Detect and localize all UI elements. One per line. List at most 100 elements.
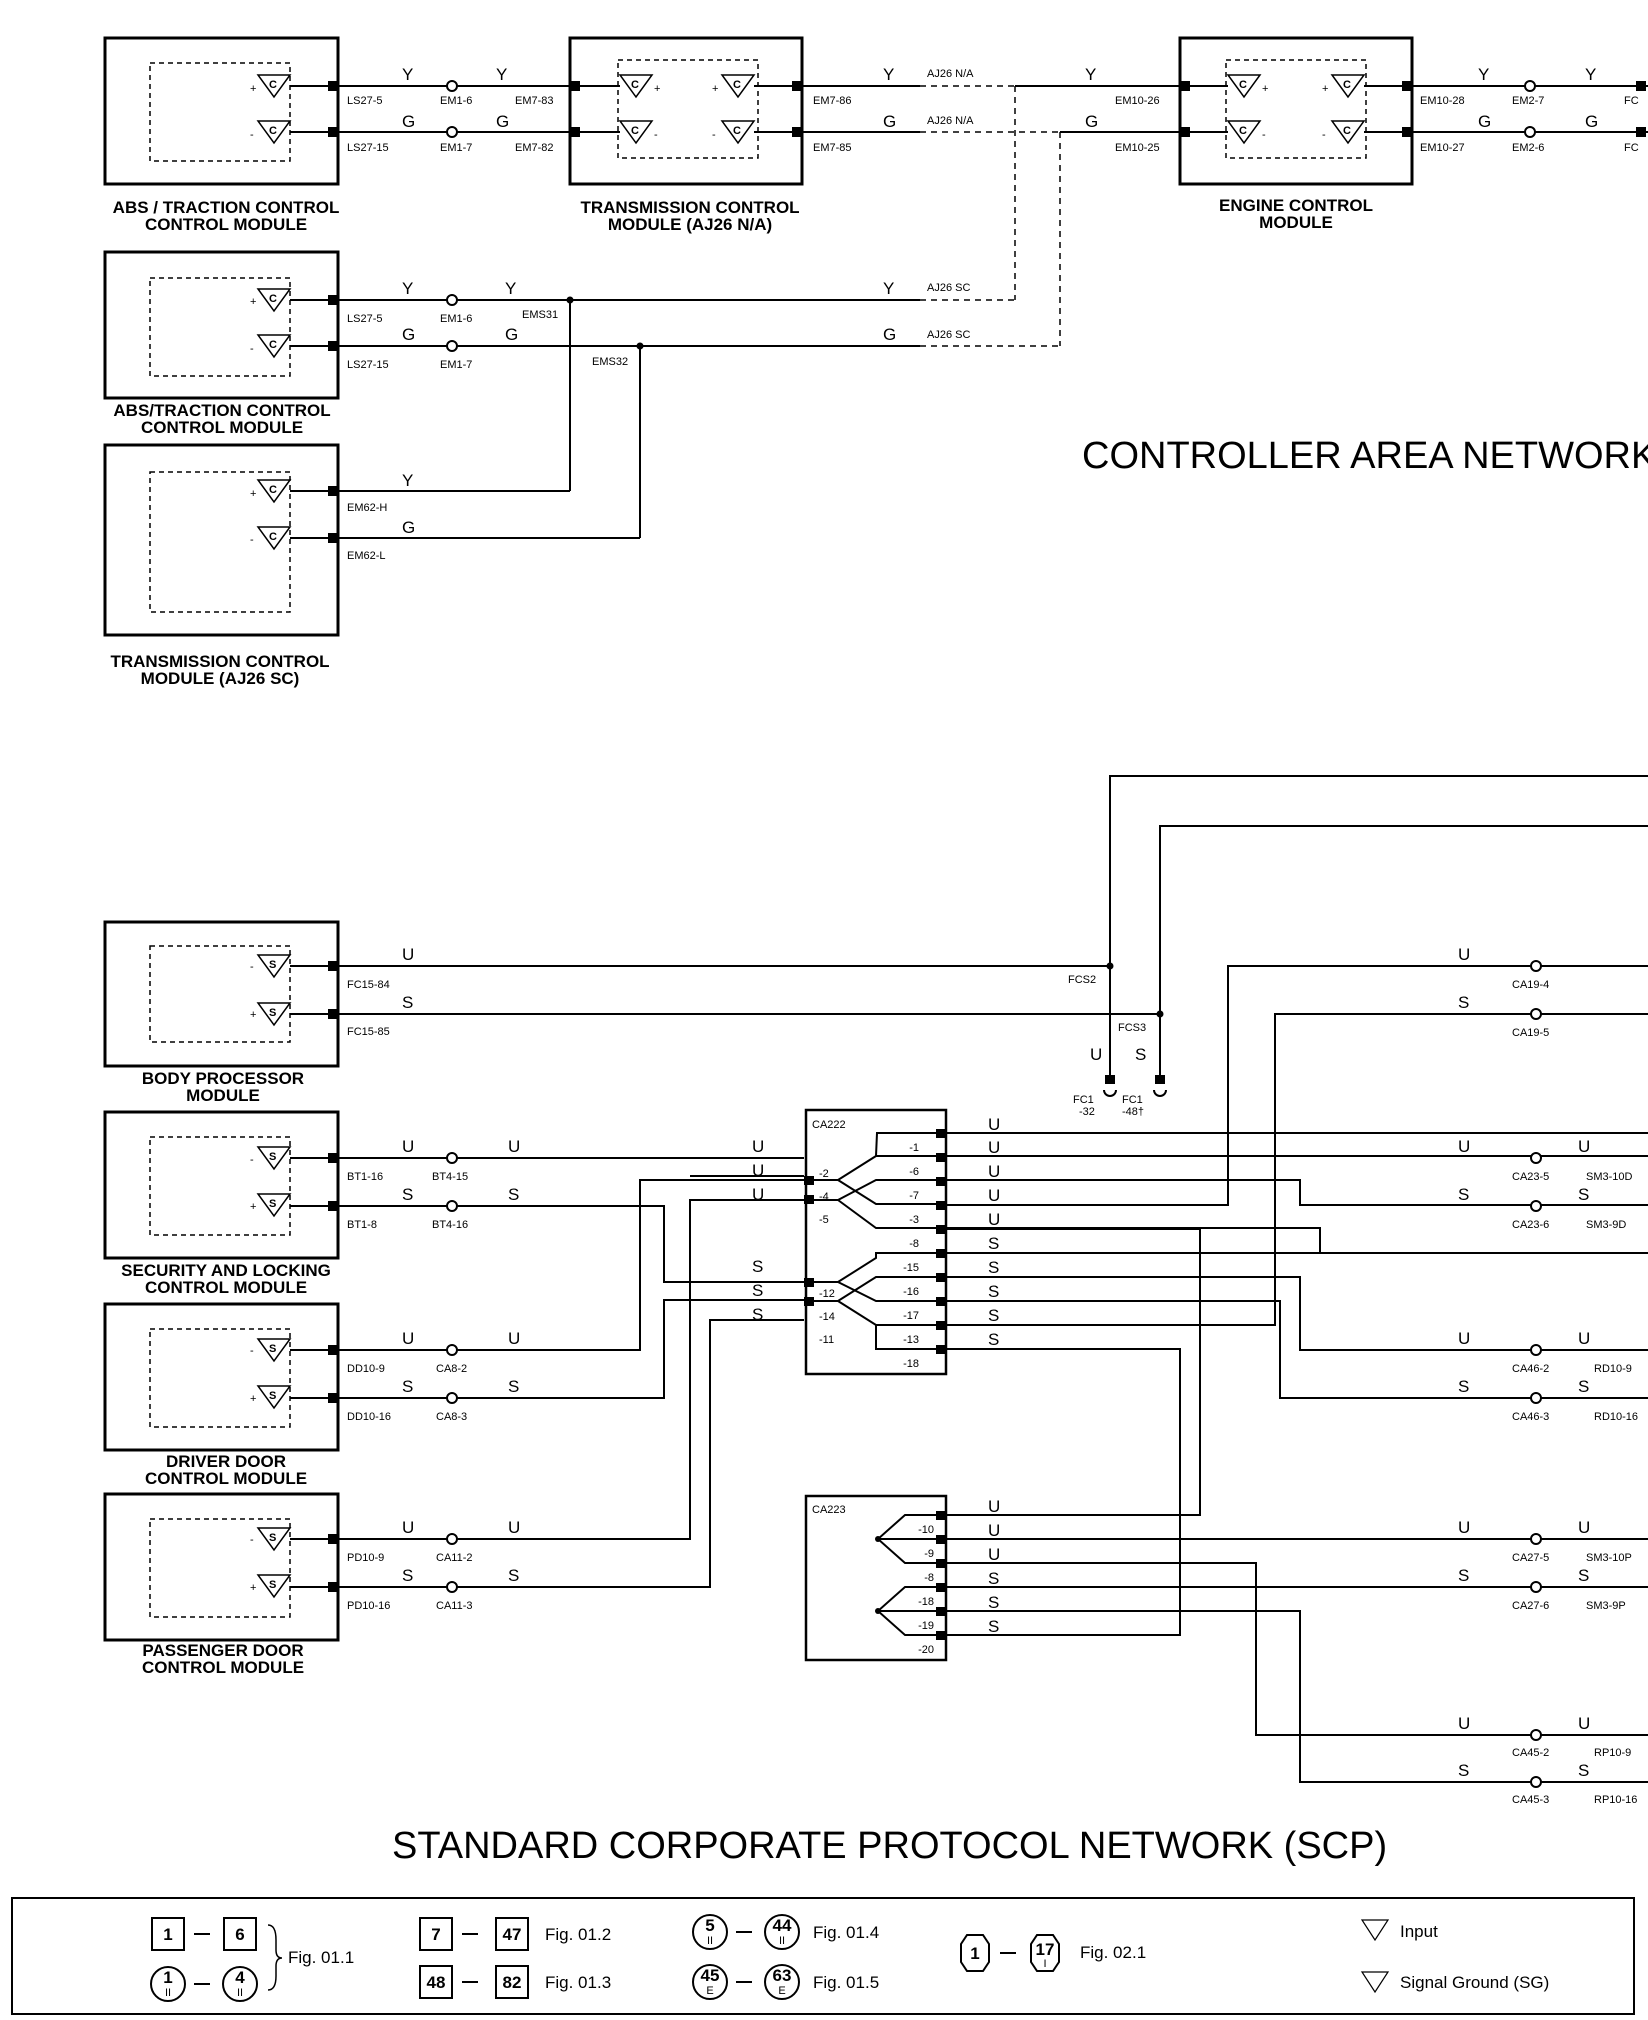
pin-number: -7	[909, 1190, 919, 1202]
scp-symbol: S	[269, 1007, 276, 1019]
legend-number: 17	[1036, 1940, 1055, 1959]
wire-color: G	[1585, 112, 1598, 131]
plus-sign: +	[654, 83, 660, 95]
pin-label: EM1-7	[440, 142, 472, 154]
wire-color: U	[988, 1186, 1000, 1205]
pin-label: FC	[1624, 142, 1639, 154]
scp-symbol: S	[269, 1579, 276, 1591]
connector-label: CA223	[812, 1504, 846, 1516]
wire-color: Y	[402, 279, 413, 298]
scp-symbol: S	[269, 1151, 276, 1163]
legend-number: 47	[503, 1925, 522, 1944]
legend-subscript: II	[237, 1987, 243, 1999]
pin-label: LS27-15	[347, 142, 389, 154]
module-label: ENGINE CONTROL	[1219, 196, 1373, 215]
can-symbol: C	[733, 79, 741, 91]
pin-label: BT1-16	[347, 1171, 383, 1183]
wire-color: S	[508, 1377, 519, 1396]
legend-number: 4	[235, 1968, 245, 1987]
module-label: MODULE	[186, 1086, 260, 1105]
wire-color: U	[988, 1138, 1000, 1157]
legend-number: 1	[163, 1925, 172, 1944]
pin-label: EM7-85	[813, 142, 852, 154]
pin-label: CA46-2	[1512, 1363, 1549, 1375]
wire-color: U	[402, 1137, 414, 1156]
pin-label: CA8-2	[436, 1363, 467, 1375]
wire-color: G	[1478, 112, 1491, 131]
legend-number: 48	[427, 1973, 446, 1992]
pin-label: CA45-3	[1512, 1794, 1549, 1806]
plus-sign: +	[250, 1393, 256, 1405]
pin-label: AJ26 SC	[927, 329, 970, 341]
pin-label: PD10-9	[347, 1552, 384, 1564]
pin-label: EM7-83	[515, 95, 554, 107]
minus-sign: -	[250, 1345, 254, 1357]
pin-label: BT4-15	[432, 1171, 468, 1183]
wire-color: U	[508, 1518, 520, 1537]
can-symbol: C	[269, 79, 277, 91]
scp-symbol: S	[269, 1343, 276, 1355]
wire-color: Y	[1085, 65, 1096, 84]
legend-signal-ground: Signal Ground (SG)	[1400, 1973, 1549, 1992]
module-label: CONTROL MODULE	[142, 1658, 304, 1677]
pin-label: EM2-6	[1512, 142, 1544, 154]
passenger-door-control-module: - S + S PASSENGER DOOR CONTROL MODULE	[103, 1492, 340, 1677]
pin-label: CA11-3	[436, 1600, 472, 1612]
wire-color: G	[402, 325, 415, 344]
pin-number: -6	[909, 1166, 919, 1178]
plus-sign: +	[250, 83, 256, 95]
can-symbol: C	[269, 339, 277, 351]
wire-color: S	[988, 1593, 999, 1612]
can-symbol: C	[733, 125, 741, 137]
pin-label: CA23-5	[1512, 1171, 1549, 1183]
pin-label: RP10-9	[1594, 1747, 1631, 1759]
wire-color: U	[752, 1161, 764, 1180]
wire-color: G	[883, 112, 896, 131]
pin-label: CA23-6	[1512, 1219, 1549, 1231]
module-label: CONTROL MODULE	[145, 1278, 307, 1297]
legend-subscript: II	[165, 1987, 171, 1999]
can-wiring	[338, 80, 1648, 539]
can-symbol: C	[269, 531, 277, 543]
legend-number: 6	[235, 1925, 244, 1944]
pin-number: -8	[909, 1238, 919, 1250]
can-symbol: C	[1239, 79, 1247, 91]
wire-color: G	[496, 112, 509, 131]
pin-label: RD10-9	[1594, 1363, 1632, 1375]
module-label: CONTROL MODULE	[141, 418, 303, 437]
module-label: TRANSMISSION CONTROL	[110, 652, 329, 671]
legend-figure: Fig. 01.5	[813, 1973, 879, 1992]
wire-color: S	[402, 1377, 413, 1396]
pin-label: SM3-10P	[1586, 1552, 1632, 1564]
wire-color: U	[1458, 1329, 1470, 1348]
legend-number: 1	[163, 1968, 172, 1987]
pin-label: FC	[1624, 95, 1639, 107]
pin-number: -5	[819, 1214, 829, 1226]
plus-sign: +	[250, 1201, 256, 1213]
wire-color: S	[402, 993, 413, 1012]
legend: 1 6 1 II 4 II Fig. 01.1 7 47 Fig. 01.2 4…	[11, 1897, 1635, 2015]
module-label: SECURITY AND LOCKING	[121, 1261, 331, 1280]
wire-color: S	[752, 1281, 763, 1300]
module-label: TRANSMISSION CONTROL	[580, 198, 799, 217]
plus-sign: +	[712, 83, 718, 95]
legend-number: 7	[431, 1925, 440, 1944]
transmission-control-module-na: C + C - C + C - TRANSMISSION CONTROL MOD…	[568, 36, 804, 234]
pin-label: EM62-H	[347, 502, 387, 514]
pin-number: -15	[903, 1262, 919, 1274]
legend-figure: Fig. 01.4	[813, 1923, 879, 1942]
wire-color: S	[1578, 1566, 1589, 1585]
wire-color: Y	[402, 65, 413, 84]
pin-label: FC1	[1073, 1094, 1094, 1106]
wire-color: U	[988, 1162, 1000, 1181]
pin-label: CA19-4	[1512, 979, 1549, 991]
scp-symbol: S	[269, 1390, 276, 1402]
pin-number: -16	[903, 1286, 919, 1298]
scp-heading: STANDARD CORPORATE PROTOCOL NETWORK (SCP…	[392, 1825, 1387, 1867]
can-symbol: C	[1343, 79, 1351, 91]
module-label: ABS/TRACTION CONTROL	[113, 401, 330, 420]
plus-sign: +	[1322, 83, 1328, 95]
minus-sign: -	[250, 534, 254, 546]
wire-color: U	[988, 1497, 1000, 1516]
